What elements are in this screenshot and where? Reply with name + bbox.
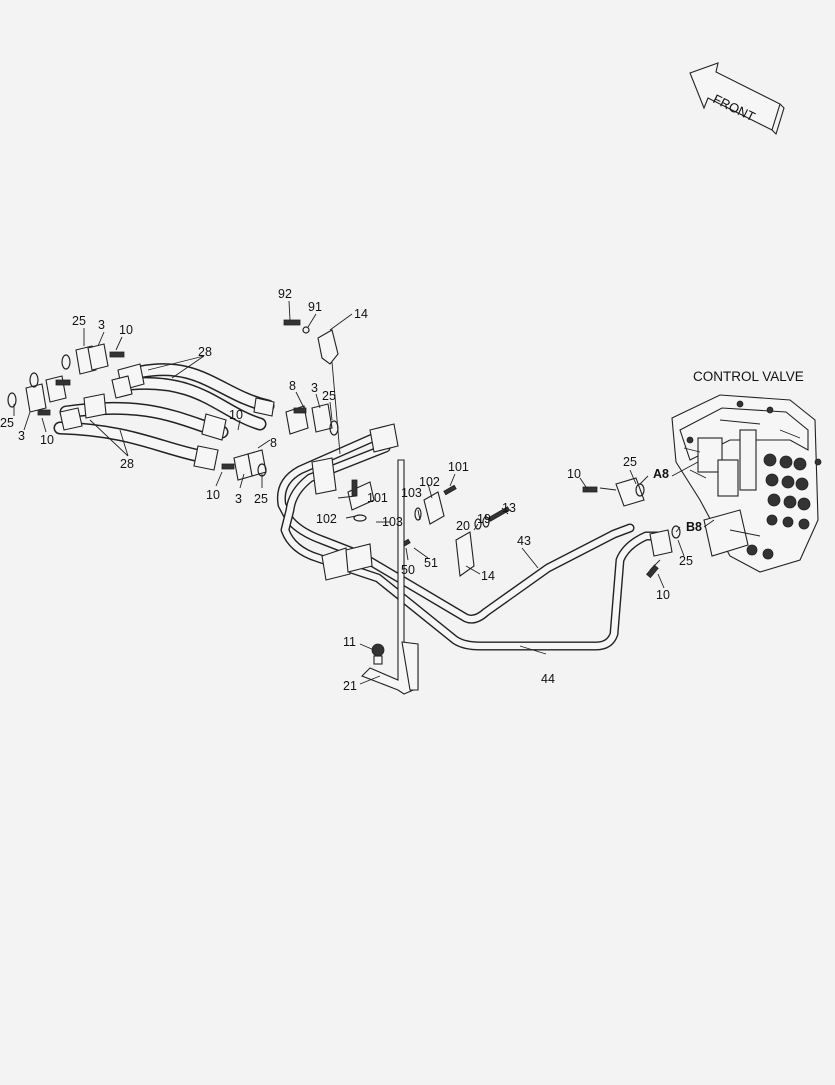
callout-44: 44 bbox=[541, 672, 555, 686]
front-arrow: FRONT bbox=[689, 62, 785, 136]
callout-28-a: 28 bbox=[198, 345, 212, 359]
callout-10-b: 10 bbox=[40, 433, 54, 447]
callout-8-b: 8 bbox=[270, 436, 277, 450]
callout-10-c: 10 bbox=[229, 408, 243, 422]
left-flanges bbox=[7, 343, 125, 416]
callout-103-b: 103 bbox=[382, 515, 403, 529]
port-label-a8: A8 bbox=[653, 467, 669, 481]
leader-lines bbox=[13, 300, 715, 685]
steel-pipe-44 bbox=[280, 443, 665, 651]
callout-25-a: 25 bbox=[72, 314, 86, 328]
callout-92: 92 bbox=[278, 287, 292, 301]
callout-91: 91 bbox=[308, 300, 322, 314]
clip-upper bbox=[283, 319, 341, 455]
callout-25-d: 25 bbox=[254, 492, 268, 506]
callout-13: 13 bbox=[502, 501, 516, 515]
pipe-clamps bbox=[311, 423, 457, 581]
callout-3-a: 3 bbox=[98, 318, 105, 332]
callout-10-e: 10 bbox=[567, 467, 581, 481]
callout-43: 43 bbox=[517, 534, 531, 548]
clip-lower bbox=[455, 531, 475, 577]
callout-11: 11 bbox=[343, 635, 356, 649]
callout-102-a: 102 bbox=[419, 475, 440, 489]
callout-10-d: 10 bbox=[206, 488, 220, 502]
callout-8-a: 8 bbox=[289, 379, 296, 393]
callout-14-upper: 14 bbox=[354, 307, 368, 321]
center-flanges bbox=[221, 403, 339, 481]
hose-assembly-lower bbox=[53, 393, 229, 471]
callout-21: 21 bbox=[343, 679, 357, 693]
callout-20: 20 bbox=[456, 519, 470, 533]
callout-51: 51 bbox=[424, 556, 438, 570]
callout-19: 19 bbox=[477, 512, 491, 526]
callout-102-b: 102 bbox=[316, 512, 337, 526]
hose-assembly-upper bbox=[111, 363, 275, 431]
callout-25-b: 25 bbox=[0, 416, 14, 430]
callout-3-b: 3 bbox=[18, 429, 25, 443]
callout-3-d: 3 bbox=[235, 492, 242, 506]
callout-25-e: 25 bbox=[623, 455, 637, 469]
callout-103-a: 103 bbox=[401, 486, 422, 500]
support-bracket bbox=[361, 459, 419, 695]
valve-flanges bbox=[582, 477, 681, 579]
control-valve-body bbox=[671, 394, 822, 573]
callout-25-f: 25 bbox=[679, 554, 693, 568]
callout-50: 50 bbox=[401, 563, 415, 577]
callout-labels: 92 91 14 25 3 10 28 25 3 10 8 3 25 10 8 … bbox=[0, 287, 702, 693]
callout-25-c: 25 bbox=[322, 389, 336, 403]
steel-pipe-43 bbox=[276, 427, 635, 624]
callout-101-b: 101 bbox=[367, 491, 388, 505]
callout-101-a: 101 bbox=[448, 460, 469, 474]
callout-10-a: 10 bbox=[119, 323, 133, 337]
port-label-b8: B8 bbox=[686, 520, 702, 534]
callout-14-lower: 14 bbox=[481, 569, 495, 583]
control-valve-title: CONTROL VALVE bbox=[693, 369, 804, 384]
callout-10-f: 10 bbox=[656, 588, 670, 602]
callout-3-c: 3 bbox=[311, 381, 318, 395]
callout-28-b: 28 bbox=[120, 457, 134, 471]
